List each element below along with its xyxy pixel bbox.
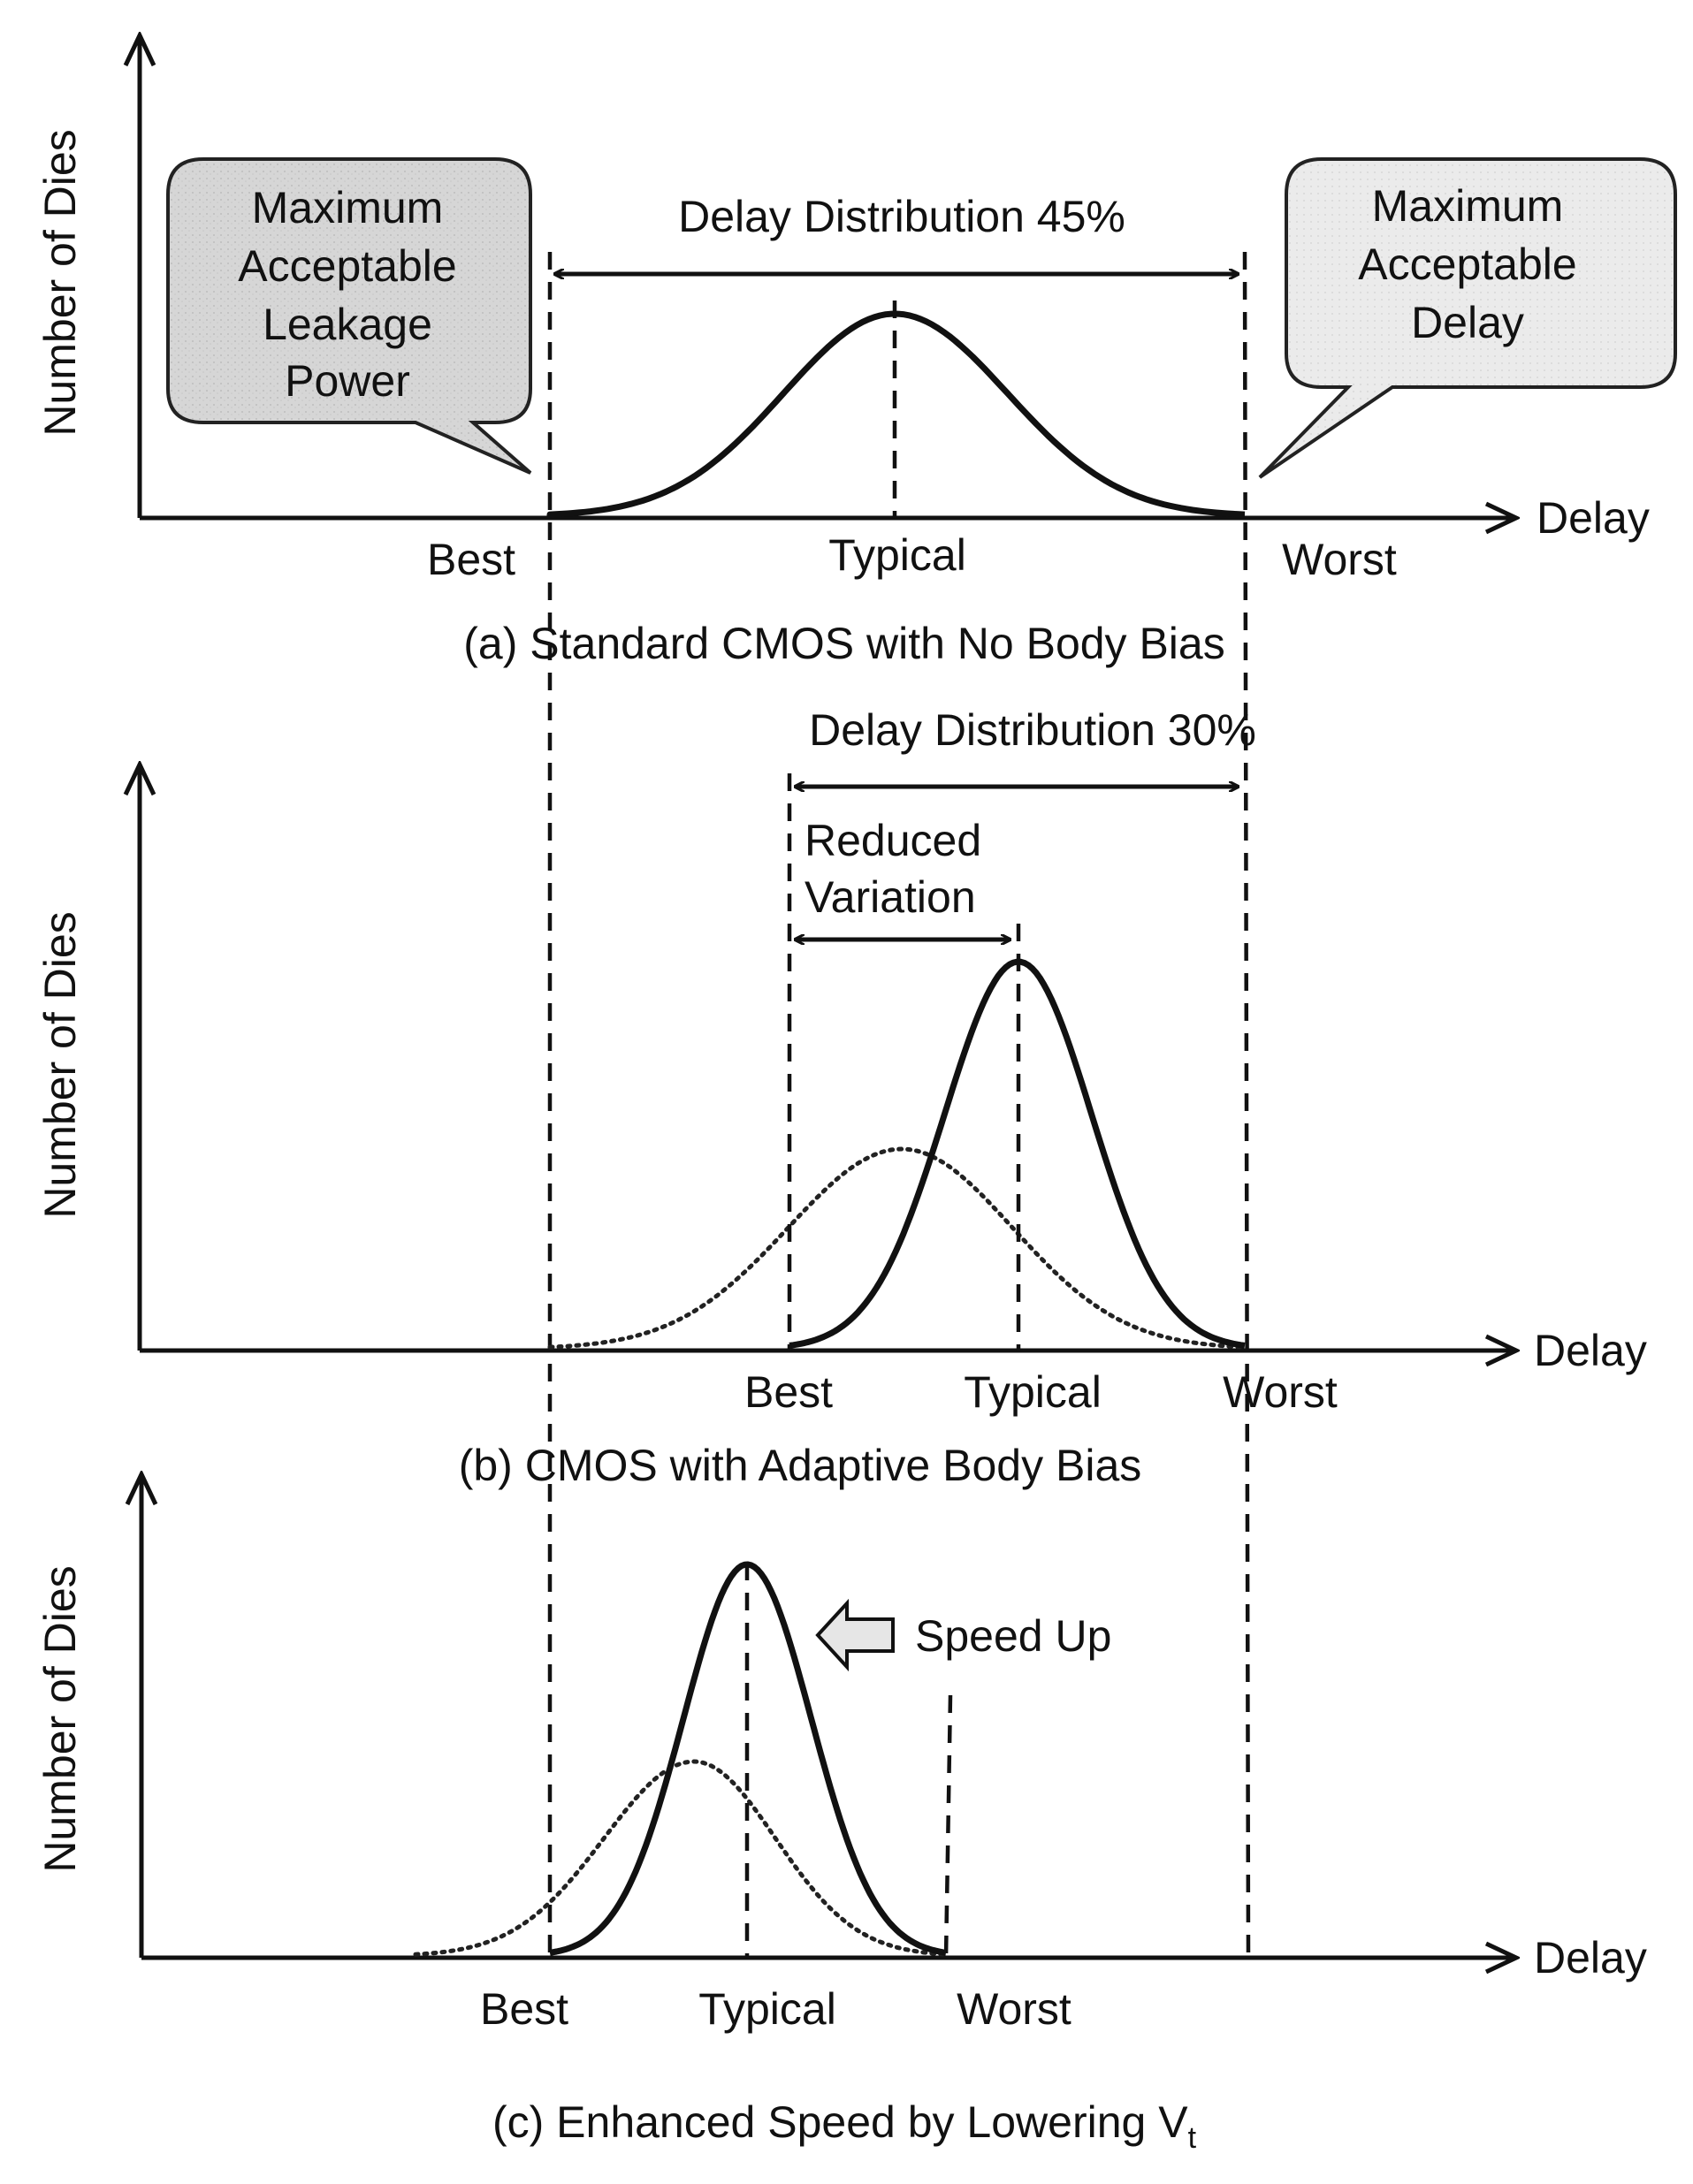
tick-typical-a: Typical <box>828 530 966 580</box>
caption-b: (b) CMOS with Adaptive Body Bias <box>459 1441 1142 1490</box>
speed-up-arrow-icon <box>815 1598 895 1672</box>
tick-best-c: Best <box>480 1984 568 2034</box>
guide-worst-a <box>1242 251 1251 1959</box>
callout-leakage-line-2: Acceptable <box>238 241 456 291</box>
y-label-c: Number of Dies <box>35 1565 85 1872</box>
tick-worst-c: Worst <box>957 1984 1071 2034</box>
callout-leakage-line-3: Leakage <box>263 300 432 349</box>
callout-delay-line-2: Acceptable <box>1358 240 1576 289</box>
original-distribution-curve-c <box>413 1759 949 1957</box>
panel-b: Number of Dies Delay Delay Distribution … <box>35 705 1647 1490</box>
tick-typical-c: Typical <box>698 1984 836 2034</box>
speed-up-label: Speed Up <box>915 1611 1111 1661</box>
tick-typical-b: Typical <box>964 1367 1102 1417</box>
x-label-c: Delay <box>1534 1933 1647 1982</box>
caption-c-subscript: t <box>1188 2121 1197 2155</box>
y-label-b: Number of Dies <box>35 911 85 1218</box>
reduced-variation-line-2: Variation <box>805 872 976 922</box>
worst-guide-c <box>943 1694 953 1959</box>
callout-delay-line-1: Maximum <box>1372 181 1564 231</box>
distribution-curve-a <box>546 310 1246 518</box>
callout-delay-bubble <box>1258 157 1677 479</box>
tick-worst-b: Worst <box>1223 1367 1338 1417</box>
x-label-a: Delay <box>1537 493 1650 543</box>
tick-best-a: Best <box>427 535 515 584</box>
callout-leakage-line-1: Maximum <box>252 183 444 232</box>
callout-delay-line-3: Delay <box>1411 298 1524 347</box>
callout-leakage-bubble <box>166 157 532 475</box>
y-label-a: Number of Dies <box>35 129 85 436</box>
panel-a: Number of Dies Delay Delay Distribution … <box>35 35 1677 668</box>
panel-c: Number of Dies Delay Speed Up Best Typic… <box>35 1474 1647 2155</box>
x-label-b: Delay <box>1534 1326 1647 1375</box>
distribution-label-b: Delay Distribution 30% <box>809 705 1256 755</box>
caption-a: (a) Standard CMOS with No Body Bias <box>463 619 1224 668</box>
shared-guides <box>547 251 1251 1959</box>
distribution-label-a: Delay Distribution 45% <box>678 192 1125 241</box>
original-distribution-curve-b <box>547 1146 1247 1350</box>
tick-best-b: Best <box>744 1367 833 1417</box>
callout-leakage-line-4: Power <box>285 356 410 406</box>
caption-c-main: (c) Enhanced Speed by Lowering V <box>492 2097 1188 2147</box>
tick-worst-a: Worst <box>1282 535 1397 584</box>
caption-c: (c) Enhanced Speed by Lowering Vt <box>492 2097 1197 2155</box>
reduced-variation-line-1: Reduced <box>805 816 981 865</box>
